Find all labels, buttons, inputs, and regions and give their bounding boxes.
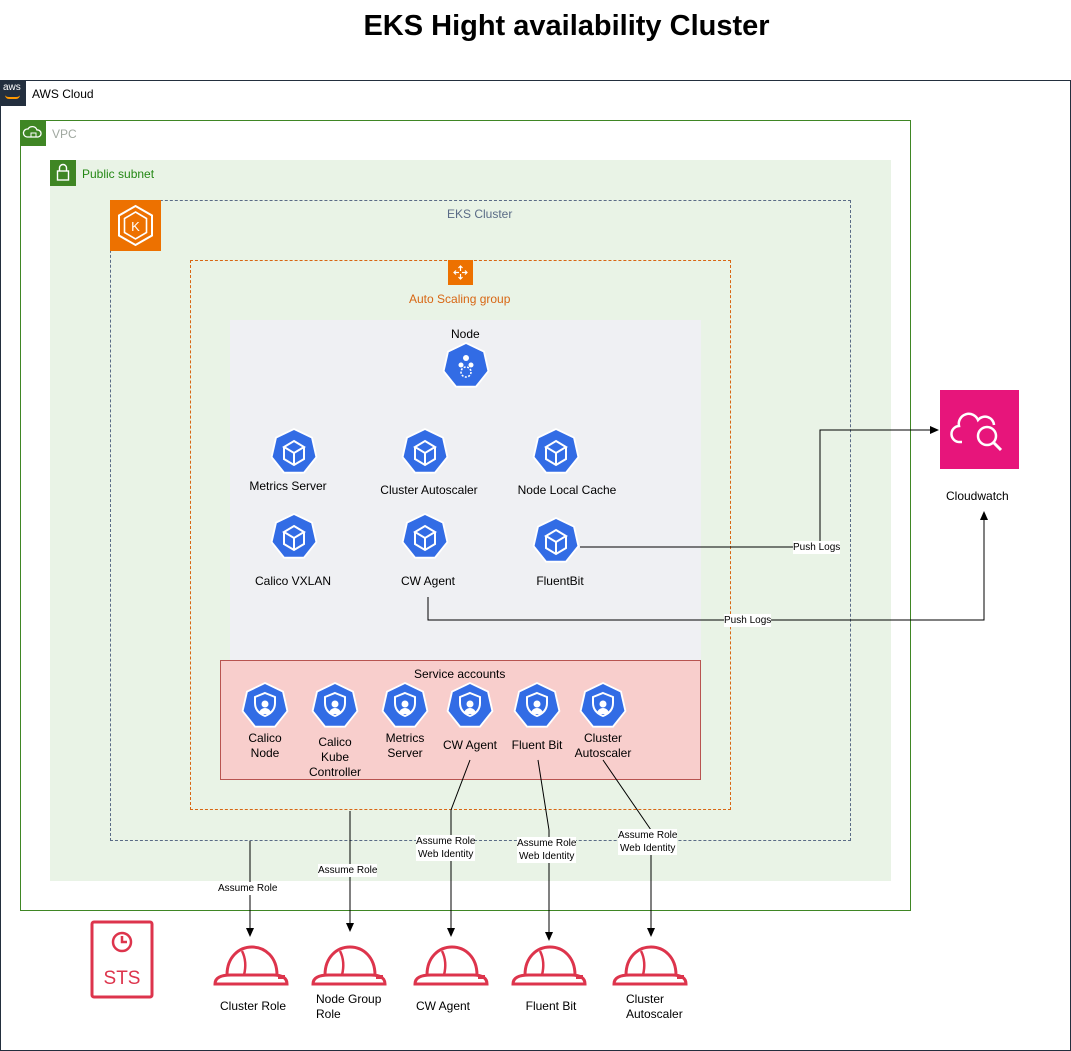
- metrics-server-sa-icon: [381, 682, 429, 728]
- fluent-bit-sa-icon: [513, 682, 561, 728]
- cluster-autoscaler-sa-icon: [579, 682, 627, 728]
- sts-icon: STS: [90, 920, 154, 999]
- eks-kubernetes-icon: K: [118, 204, 153, 247]
- pod-label-node-local-cache: Node Local Cache: [517, 483, 617, 497]
- edge-label-push-logs-fluentbit: Push Logs: [793, 541, 841, 554]
- auto-scaling-icon: [453, 265, 468, 280]
- aws-logo-text: aws: [3, 82, 21, 93]
- metrics-server-pod-icon: [270, 428, 318, 474]
- pod-label-fluentbit: FluentBit: [536, 574, 584, 588]
- vpc-group: [20, 120, 911, 911]
- public-subnet-label: Public subnet: [82, 167, 155, 181]
- edge-label-assume-role-node-group: Assume Role: [318, 864, 378, 877]
- cluster-role-helmet-icon: [213, 945, 289, 986]
- edge-fluentbit-to-cloudwatch: [580, 426, 939, 548]
- asg-label: Auto Scaling group: [409, 292, 511, 306]
- cluster-autoscaler-role-helmet-icon: [612, 945, 688, 986]
- cw-agent-pod-icon: [401, 513, 449, 559]
- edge-label-assume-role-cluster: Assume Role: [218, 882, 278, 895]
- vpc-label: VPC: [52, 127, 77, 141]
- role-label-cluster-role: Cluster Role: [219, 999, 287, 1013]
- edge-label-push-logs-cw-agent: Push Logs: [724, 614, 772, 627]
- pod-label-cw-agent: CW Agent: [400, 574, 456, 588]
- calico-vxlan-pod-icon: [270, 513, 318, 559]
- pod-label-metrics-server: Metrics Server: [249, 479, 327, 493]
- cloudwatch-label: Cloudwatch: [946, 489, 1009, 503]
- fluentbit-pod-icon: [532, 517, 580, 563]
- aws-cloud-label: AWS Cloud: [32, 87, 94, 101]
- lock-icon: [56, 163, 70, 181]
- cw-agent-sa-icon: [446, 682, 494, 728]
- cloudwatch-icon: [940, 390, 1019, 469]
- node-local-cache-pod-icon: [532, 428, 580, 474]
- edge-fluent-bit-sa-to-role: [537, 759, 553, 941]
- role-label-fluent-bit: Fluent Bit: [525, 999, 577, 1013]
- eks-icon: K: [110, 200, 161, 251]
- edge-cw-agent-sa-to-role: [447, 759, 471, 937]
- sts-document-clock-icon: [90, 920, 154, 999]
- asg-icon: [448, 260, 473, 285]
- aws-smile-icon: [5, 95, 20, 99]
- fluent-bit-role-helmet-icon: [511, 945, 587, 986]
- sa-label-fluent-bit: Fluent Bit: [511, 738, 563, 752]
- calico-kube-controller-sa-icon: [311, 682, 359, 728]
- cw-agent-role-helmet-icon: [413, 945, 489, 986]
- cluster-autoscaler-pod-icon: [401, 428, 449, 474]
- sa-label-cw-agent: CW Agent: [442, 738, 498, 752]
- pod-label-cluster-autoscaler: Cluster Autoscaler: [380, 483, 478, 497]
- role-label-cw-agent: CW Agent: [415, 999, 471, 1013]
- edge-cw-agent-to-cloudwatch: [427, 511, 988, 621]
- public-subnet-icon: [50, 160, 76, 186]
- cloudwatch-magnifier-icon: [950, 412, 1003, 452]
- node-kubernetes-icon: [442, 342, 490, 388]
- sts-label: STS: [103, 968, 141, 989]
- vpc-icon: [20, 120, 46, 146]
- eks-cluster-label: EKS Cluster: [447, 207, 513, 221]
- eks-cluster-group: [110, 200, 851, 841]
- node-group-role-helmet-icon: [311, 945, 387, 986]
- node-label: Node: [451, 327, 480, 341]
- service-accounts-label: Service accounts: [414, 667, 506, 681]
- aws-cloud-logo: aws: [0, 80, 26, 106]
- svg-text:K: K: [131, 219, 140, 234]
- pod-label-calico-vxlan: Calico VXLAN: [254, 574, 332, 588]
- calico-node-sa-icon: [241, 682, 289, 728]
- vpc-cloud-lock-icon: [22, 125, 42, 138]
- diagram-title: EKS Hight availability Cluster: [363, 10, 770, 42]
